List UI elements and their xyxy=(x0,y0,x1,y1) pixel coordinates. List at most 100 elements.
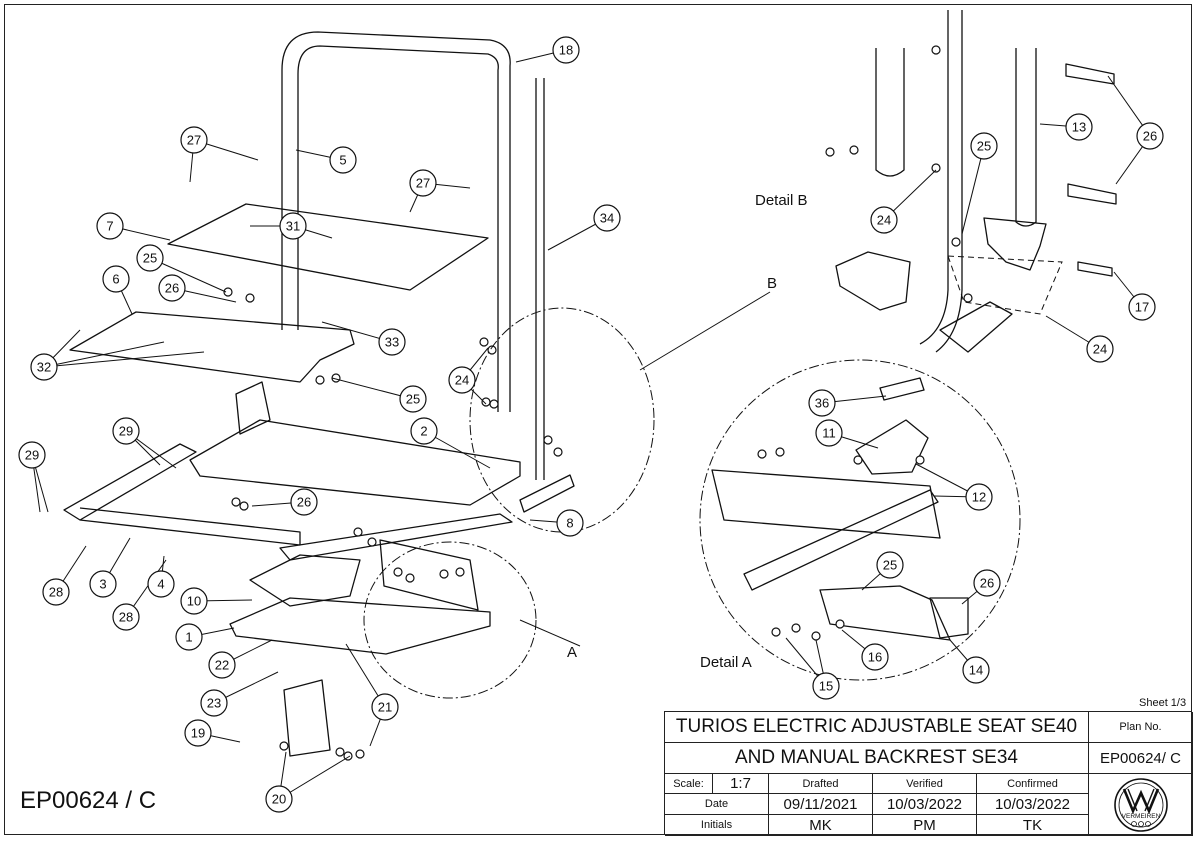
balloon-27: 27 xyxy=(180,126,208,154)
balloon-number: 26 xyxy=(980,576,994,591)
drawing-frame xyxy=(4,4,1192,835)
balloon-19: 19 xyxy=(184,719,212,747)
balloon-circle xyxy=(147,570,175,598)
frame-bottom xyxy=(229,597,491,655)
fastener xyxy=(951,237,961,247)
balloon-15: 15 xyxy=(812,672,840,700)
balloon-25: 25 xyxy=(136,244,164,272)
balloon-number: 19 xyxy=(191,726,205,741)
balloon-number: 25 xyxy=(143,251,157,266)
balloon-circle xyxy=(290,488,318,516)
frame-top xyxy=(189,419,521,506)
fastener xyxy=(279,741,289,751)
balloon-number: 27 xyxy=(416,176,430,191)
balloon-circle xyxy=(378,328,406,356)
balloon-circle xyxy=(1065,113,1093,141)
title-line-2: AND MANUAL BACKREST SE34 xyxy=(665,743,1089,774)
detail-a-label: Detail A xyxy=(700,654,752,671)
drafted-date: 09/11/2021 xyxy=(769,794,873,815)
confirmed-label: Confirmed xyxy=(977,774,1089,794)
balloon-number: 26 xyxy=(297,495,311,510)
balloon-25: 25 xyxy=(876,551,904,579)
balloon-25: 25 xyxy=(970,132,998,160)
balloon-circle xyxy=(279,212,307,240)
balloon-4: 4 xyxy=(147,570,175,598)
balloon-number: 17 xyxy=(1135,300,1149,315)
verified-label: Verified xyxy=(873,774,977,794)
balloon-circle xyxy=(112,417,140,445)
fastener xyxy=(335,747,345,757)
balloon-number: 14 xyxy=(969,663,983,678)
balloon-number: 11 xyxy=(822,426,836,441)
title-line-1: TURIOS ELECTRIC ADJUSTABLE SEAT SE40 xyxy=(665,712,1089,743)
side-bracket xyxy=(379,539,479,611)
lever xyxy=(235,381,271,435)
fastener xyxy=(245,293,255,303)
balloon-29: 29 xyxy=(18,441,46,469)
balloon-circle xyxy=(112,603,140,631)
balloon-circle xyxy=(409,169,437,197)
balloon-number: 24 xyxy=(1093,342,1107,357)
fastener xyxy=(915,455,925,465)
balloon-24: 24 xyxy=(448,366,476,394)
plan-no-label: Plan No. xyxy=(1089,712,1193,743)
sheet-label: Sheet 1/3 xyxy=(1139,697,1187,709)
balloon-24: 24 xyxy=(870,206,898,234)
balloon-circle xyxy=(448,366,476,394)
balloon-number: 1 xyxy=(185,630,192,645)
detail-b-post xyxy=(1015,48,1037,227)
balloon-number: 27 xyxy=(187,133,201,148)
balloon-circle xyxy=(808,389,836,417)
balloon-number: 22 xyxy=(215,658,229,673)
detail-leader xyxy=(519,619,581,647)
balloon-number: 29 xyxy=(25,448,39,463)
verified-initials: PM xyxy=(873,815,977,836)
balloon-29: 29 xyxy=(112,417,140,445)
detail-a-boundary xyxy=(699,359,1021,681)
balloon-8: 8 xyxy=(556,509,584,537)
balloon-number: 23 xyxy=(207,696,221,711)
balloon-number: 29 xyxy=(119,424,133,439)
fastener xyxy=(791,623,801,633)
balloon-number: 25 xyxy=(406,392,420,407)
balloon-circle xyxy=(200,689,228,717)
balloon-number: 6 xyxy=(112,272,119,287)
initials-label: Initials xyxy=(665,815,769,836)
balloon-number: 2 xyxy=(420,424,427,439)
balloon-number: 34 xyxy=(600,211,614,226)
fastener xyxy=(931,163,941,173)
balloon-circle xyxy=(89,570,117,598)
fastener xyxy=(931,45,941,55)
balloon-10: 10 xyxy=(180,587,208,615)
balloon-circle xyxy=(1086,335,1114,363)
fastener xyxy=(487,345,497,355)
balloon-circle xyxy=(870,206,898,234)
fastener xyxy=(367,537,377,547)
balloon-31: 31 xyxy=(279,212,307,240)
balloon-number: 25 xyxy=(977,139,991,154)
balloon-3: 3 xyxy=(89,570,117,598)
balloon-number: 36 xyxy=(815,396,829,411)
balloon-12: 12 xyxy=(965,483,993,511)
balloon-number: 26 xyxy=(1143,129,1157,144)
detail-a-block xyxy=(819,585,951,641)
balloon-28: 28 xyxy=(42,578,70,606)
balloon-26: 26 xyxy=(290,488,318,516)
balloon-18: 18 xyxy=(552,36,580,64)
balloon-26: 26 xyxy=(973,569,1001,597)
balloon-36: 36 xyxy=(808,389,836,417)
balloon-number: 31 xyxy=(286,219,300,234)
fastener xyxy=(757,449,767,459)
balloon-number: 12 xyxy=(972,490,986,505)
backrest-rod xyxy=(535,78,545,480)
logo-cell: VERMEIREN xyxy=(1089,774,1193,836)
balloon-circle xyxy=(973,569,1001,597)
strut-8 xyxy=(519,474,575,513)
fastener xyxy=(239,501,249,511)
svg-text:VERMEIREN: VERMEIREN xyxy=(1121,813,1160,820)
balloon-circle xyxy=(962,656,990,684)
balloon-circle xyxy=(815,419,843,447)
balloon-number: 15 xyxy=(819,679,833,694)
balloon-23: 23 xyxy=(200,689,228,717)
